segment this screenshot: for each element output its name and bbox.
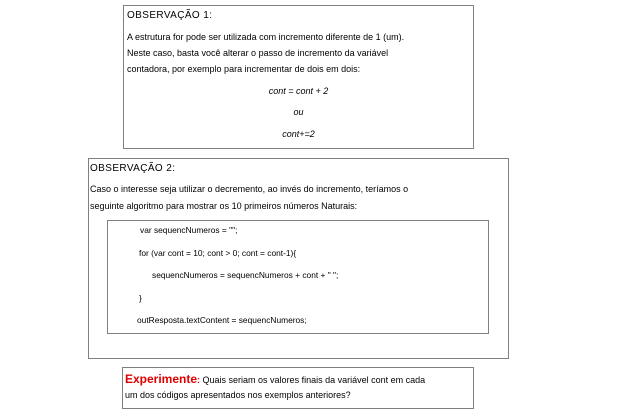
experiment-line-1: Experimente: Quais seriam os valores fin… [125,371,425,388]
observation-2-title: OBSERVAÇÃO 2: [90,163,176,174]
experiment-question-1: Quais seriam os valores finais da variáv… [200,375,426,385]
code-line-4: } [139,293,142,303]
code-line-1: var sequencNumeros = ""; [140,225,238,235]
code-line-3: sequencNumeros = sequencNumeros + cont +… [152,270,339,280]
observation-2-box: OBSERVAÇÃO 2: Caso o interesse seja util… [88,158,509,359]
observation-1-box: OBSERVAÇÃO 1: A estrutura for pode ser u… [123,5,474,149]
observation-1-line-2: Neste caso, basta você alterar o passo d… [127,48,389,58]
experiment-box: Experimente: Quais seriam os valores fin… [122,367,474,409]
code-example-1: cont = cont + 2 [268,86,329,96]
code-line-2: for (var cont = 10; cont > 0; cont = con… [139,248,297,258]
experiment-colon: : [197,375,201,385]
code-line-5: outResposta.textContent = sequencNumeros… [137,315,307,325]
code-block: var sequencNumeros = ""; for (var cont =… [107,220,489,334]
or-text: ou [293,107,304,117]
observation-1-line-1: A estrutura for pode ser utilizada com i… [127,32,405,42]
code-example-2: cont+=2 [282,129,315,139]
observation-2-line-2: seguinte algoritmo para mostrar os 10 pr… [90,201,358,211]
observation-2-line-1: Caso o interesse seja utilizar o decreme… [90,184,409,194]
observation-1-title: OBSERVAÇÃO 1: [127,10,213,21]
experiment-label: Experimente [125,372,198,386]
observation-1-line-3: contadora, por exemplo para incrementar … [127,64,361,74]
experiment-question-2: um dos códigos apresentados nos exemplos… [125,390,351,400]
